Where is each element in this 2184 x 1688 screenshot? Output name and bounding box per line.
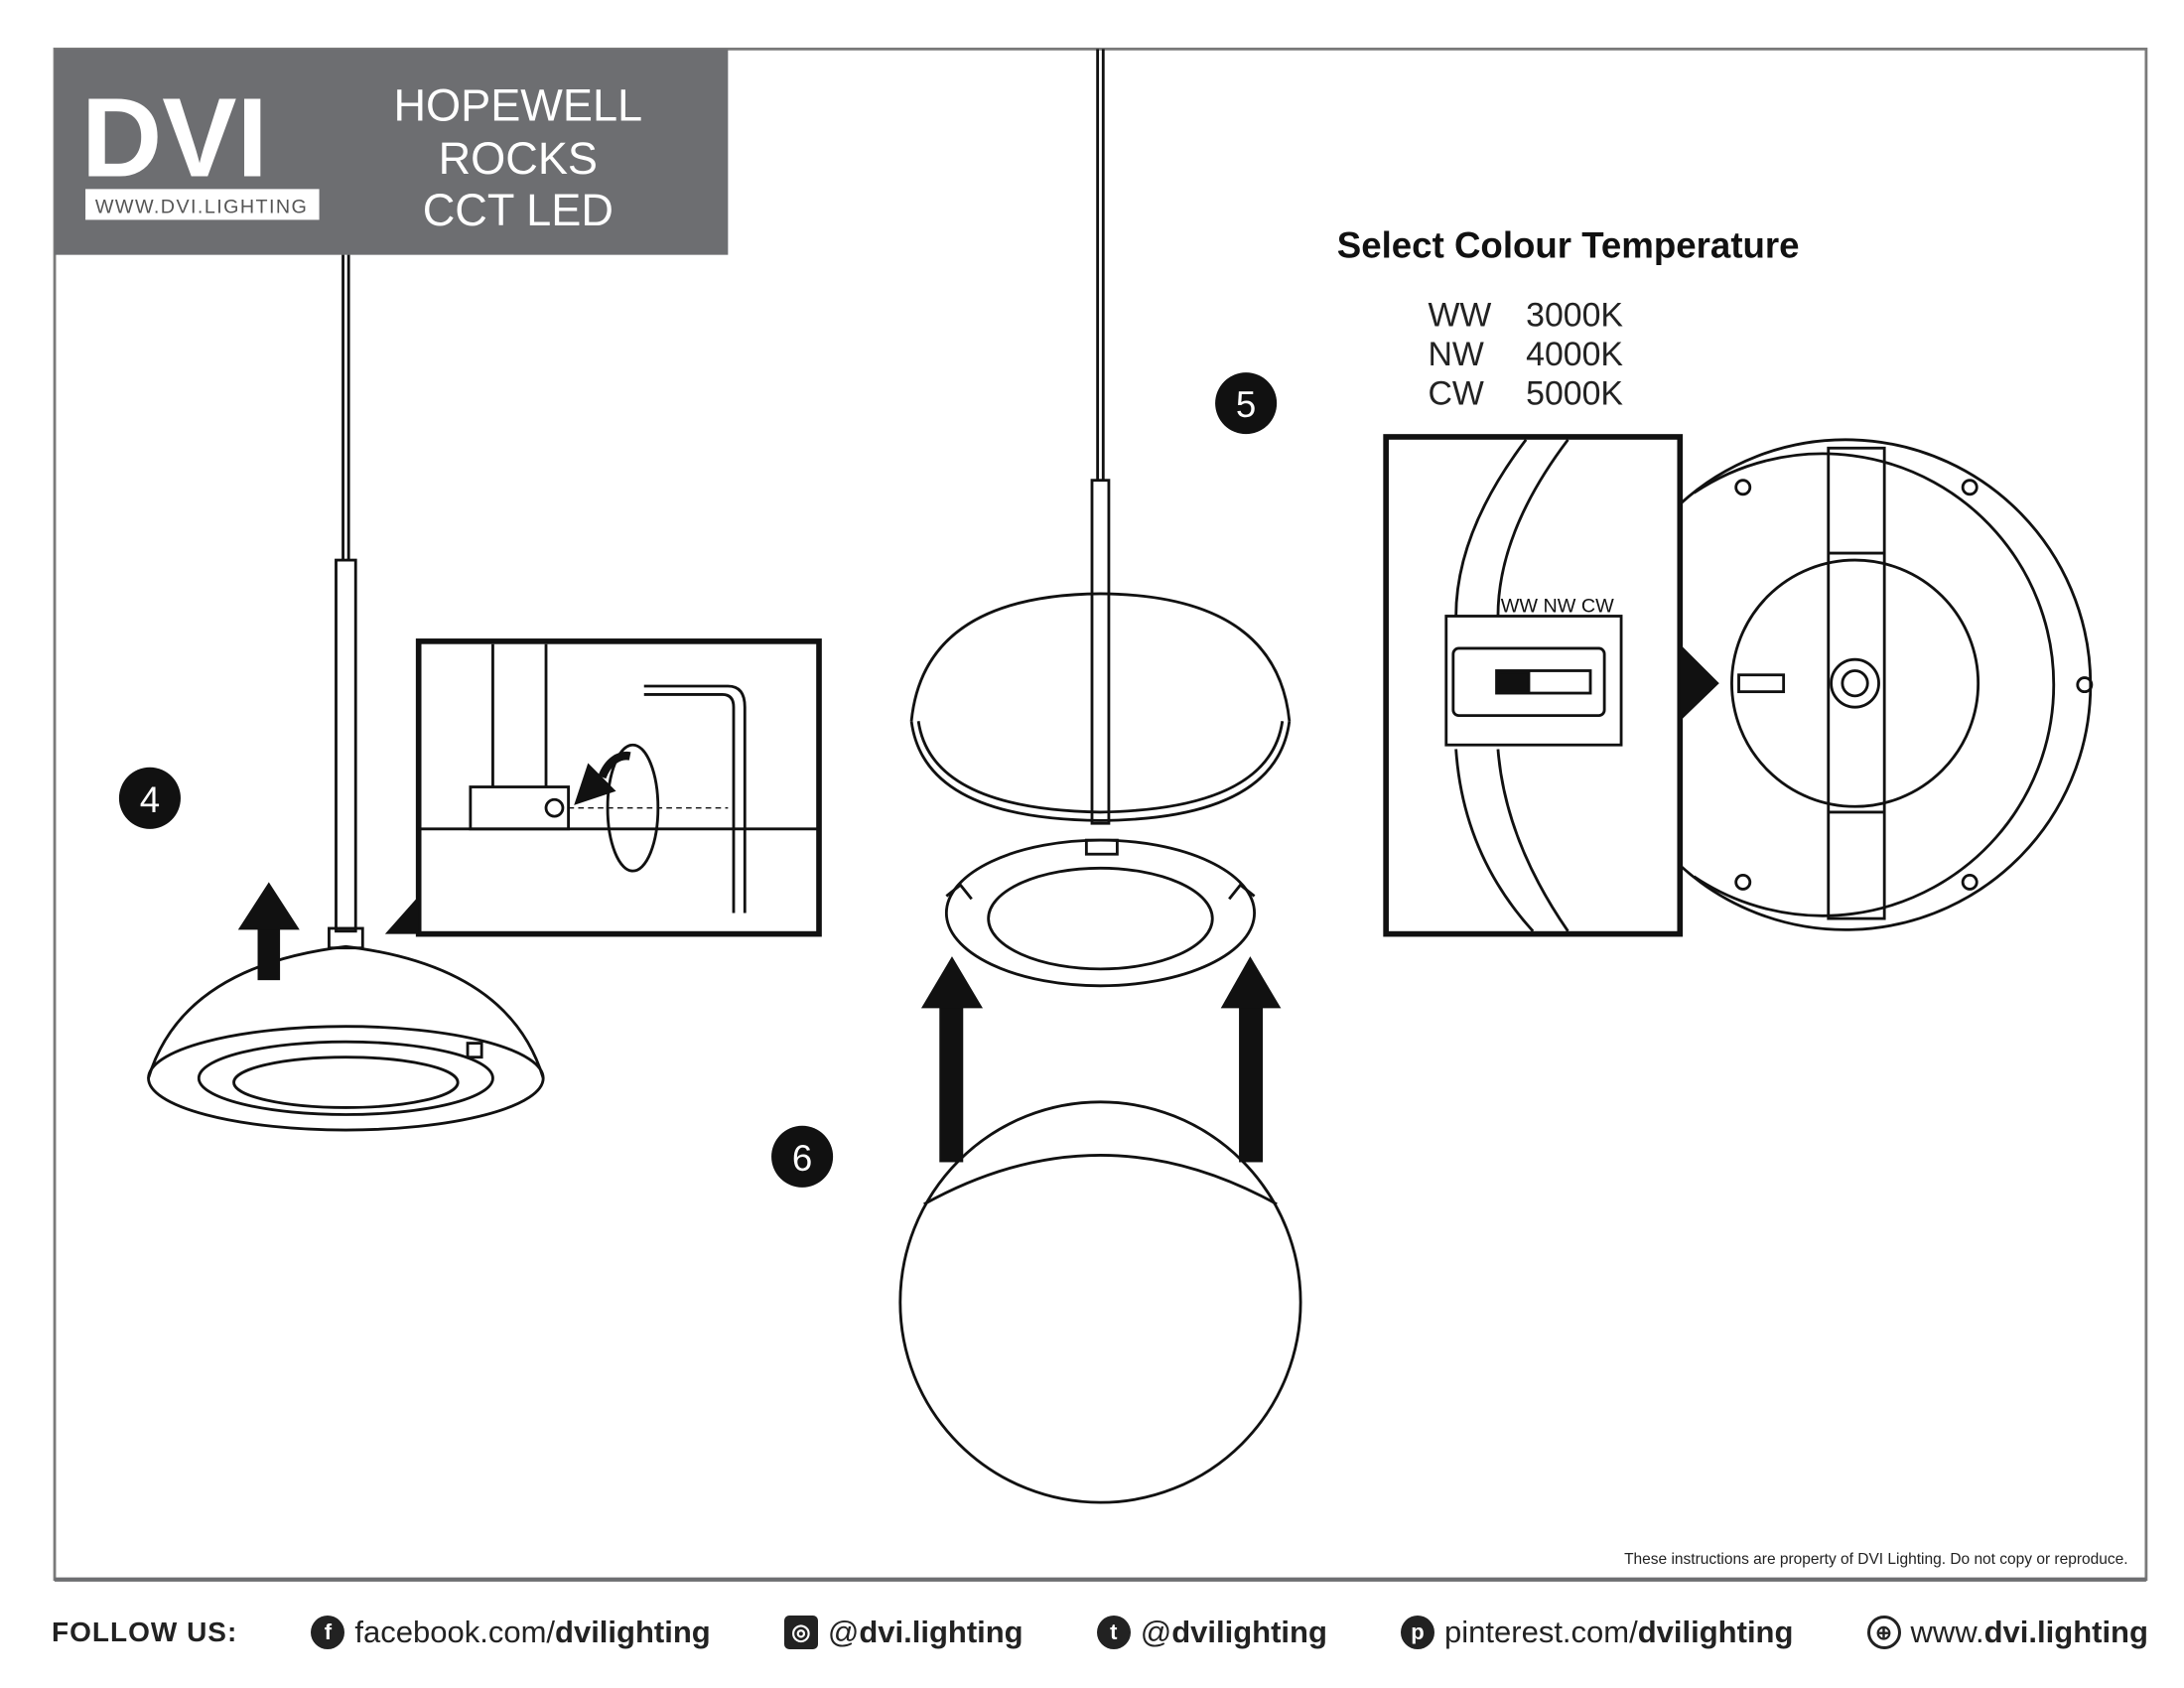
cct-switch-label: WW NW CW [1501, 595, 1614, 617]
twitter-link[interactable]: t @dvilighting [1096, 1615, 1327, 1650]
instagram-link[interactable]: ◎ @dvi.lighting [783, 1615, 1024, 1650]
link-prefix: facebook.com/ [354, 1615, 556, 1649]
inset-pointer [1680, 643, 1719, 722]
pendant-step-5-6-illustration [898, 49, 1302, 1504]
instagram-icon: ◎ [783, 1616, 818, 1649]
product-title-line-1: HOPEWELL [393, 79, 642, 130]
pendant-step-4-illustration [147, 254, 545, 1132]
link-handle: dvilighting [1637, 1615, 1794, 1649]
link-prefix: www. [1910, 1615, 1984, 1649]
link-prefix: @ [827, 1615, 860, 1649]
link-handle: dvilighting [1171, 1615, 1327, 1649]
cct-code: NW [1428, 336, 1483, 373]
cct-kelvin: 5000K [1526, 375, 1623, 413]
cct-kelvin: 4000K [1526, 336, 1623, 373]
cct-switch-inset [1383, 434, 1684, 937]
product-title-line-2: ROCKS [439, 133, 598, 184]
logo: DVI [81, 75, 268, 201]
cct-kelvin: 3000K [1526, 297, 1623, 335]
link-handle: dvi.lighting [859, 1615, 1024, 1649]
rotate-arrow-icon [574, 763, 616, 805]
hex-key-inset [415, 638, 822, 937]
link-prefix: pinterest.com/ [1444, 1615, 1638, 1649]
link-handle: dvilighting [555, 1615, 711, 1649]
facebook-icon: f [311, 1616, 345, 1649]
facebook-link[interactable]: f facebook.com/dvilighting [311, 1615, 711, 1650]
twitter-icon: t [1096, 1616, 1131, 1649]
page-frame [53, 47, 2148, 1582]
social-footer: FOLLOW US: f facebook.com/dvilighting ◎ … [52, 1609, 2148, 1656]
cct-code: WW [1428, 297, 1491, 335]
pinterest-link[interactable]: p pinterest.com/dvilighting [1401, 1615, 1793, 1650]
header-banner: DVI WWW.DVI.LIGHTING HOPEWELL ROCKS CCT … [55, 49, 729, 255]
colour-temperature-title: Select Colour Temperature [1337, 224, 1800, 265]
led-driver-board-illustration [1679, 438, 2094, 931]
inset-pointer [384, 896, 419, 934]
link-handle: dvi.lighting [1983, 1615, 2148, 1649]
svg-text:4: 4 [140, 779, 160, 820]
up-arrow-icon [1220, 956, 1282, 1163]
link-prefix: @ [1140, 1615, 1172, 1649]
step-marker-4: 4 [118, 767, 181, 829]
svg-text:6: 6 [792, 1138, 812, 1179]
disclaimer: These instructions are property of DVI L… [1624, 1551, 2127, 1568]
globe-icon: ⊕ [1866, 1616, 1901, 1649]
pinterest-icon: p [1401, 1616, 1435, 1649]
follow-us-label: FOLLOW US: [52, 1617, 238, 1647]
up-arrow-icon [920, 956, 984, 1163]
step-marker-6: 6 [771, 1125, 834, 1188]
svg-text:5: 5 [1236, 384, 1256, 425]
product-title-line-3: CCT LED [423, 185, 614, 235]
website-link[interactable]: ⊕ www.dvi.lighting [1866, 1615, 2148, 1650]
up-arrow-icon [237, 882, 300, 981]
cct-code: CW [1428, 375, 1483, 413]
logo-url: WWW.DVI.LIGHTING [95, 196, 308, 217]
step-marker-5: 5 [1215, 372, 1278, 435]
